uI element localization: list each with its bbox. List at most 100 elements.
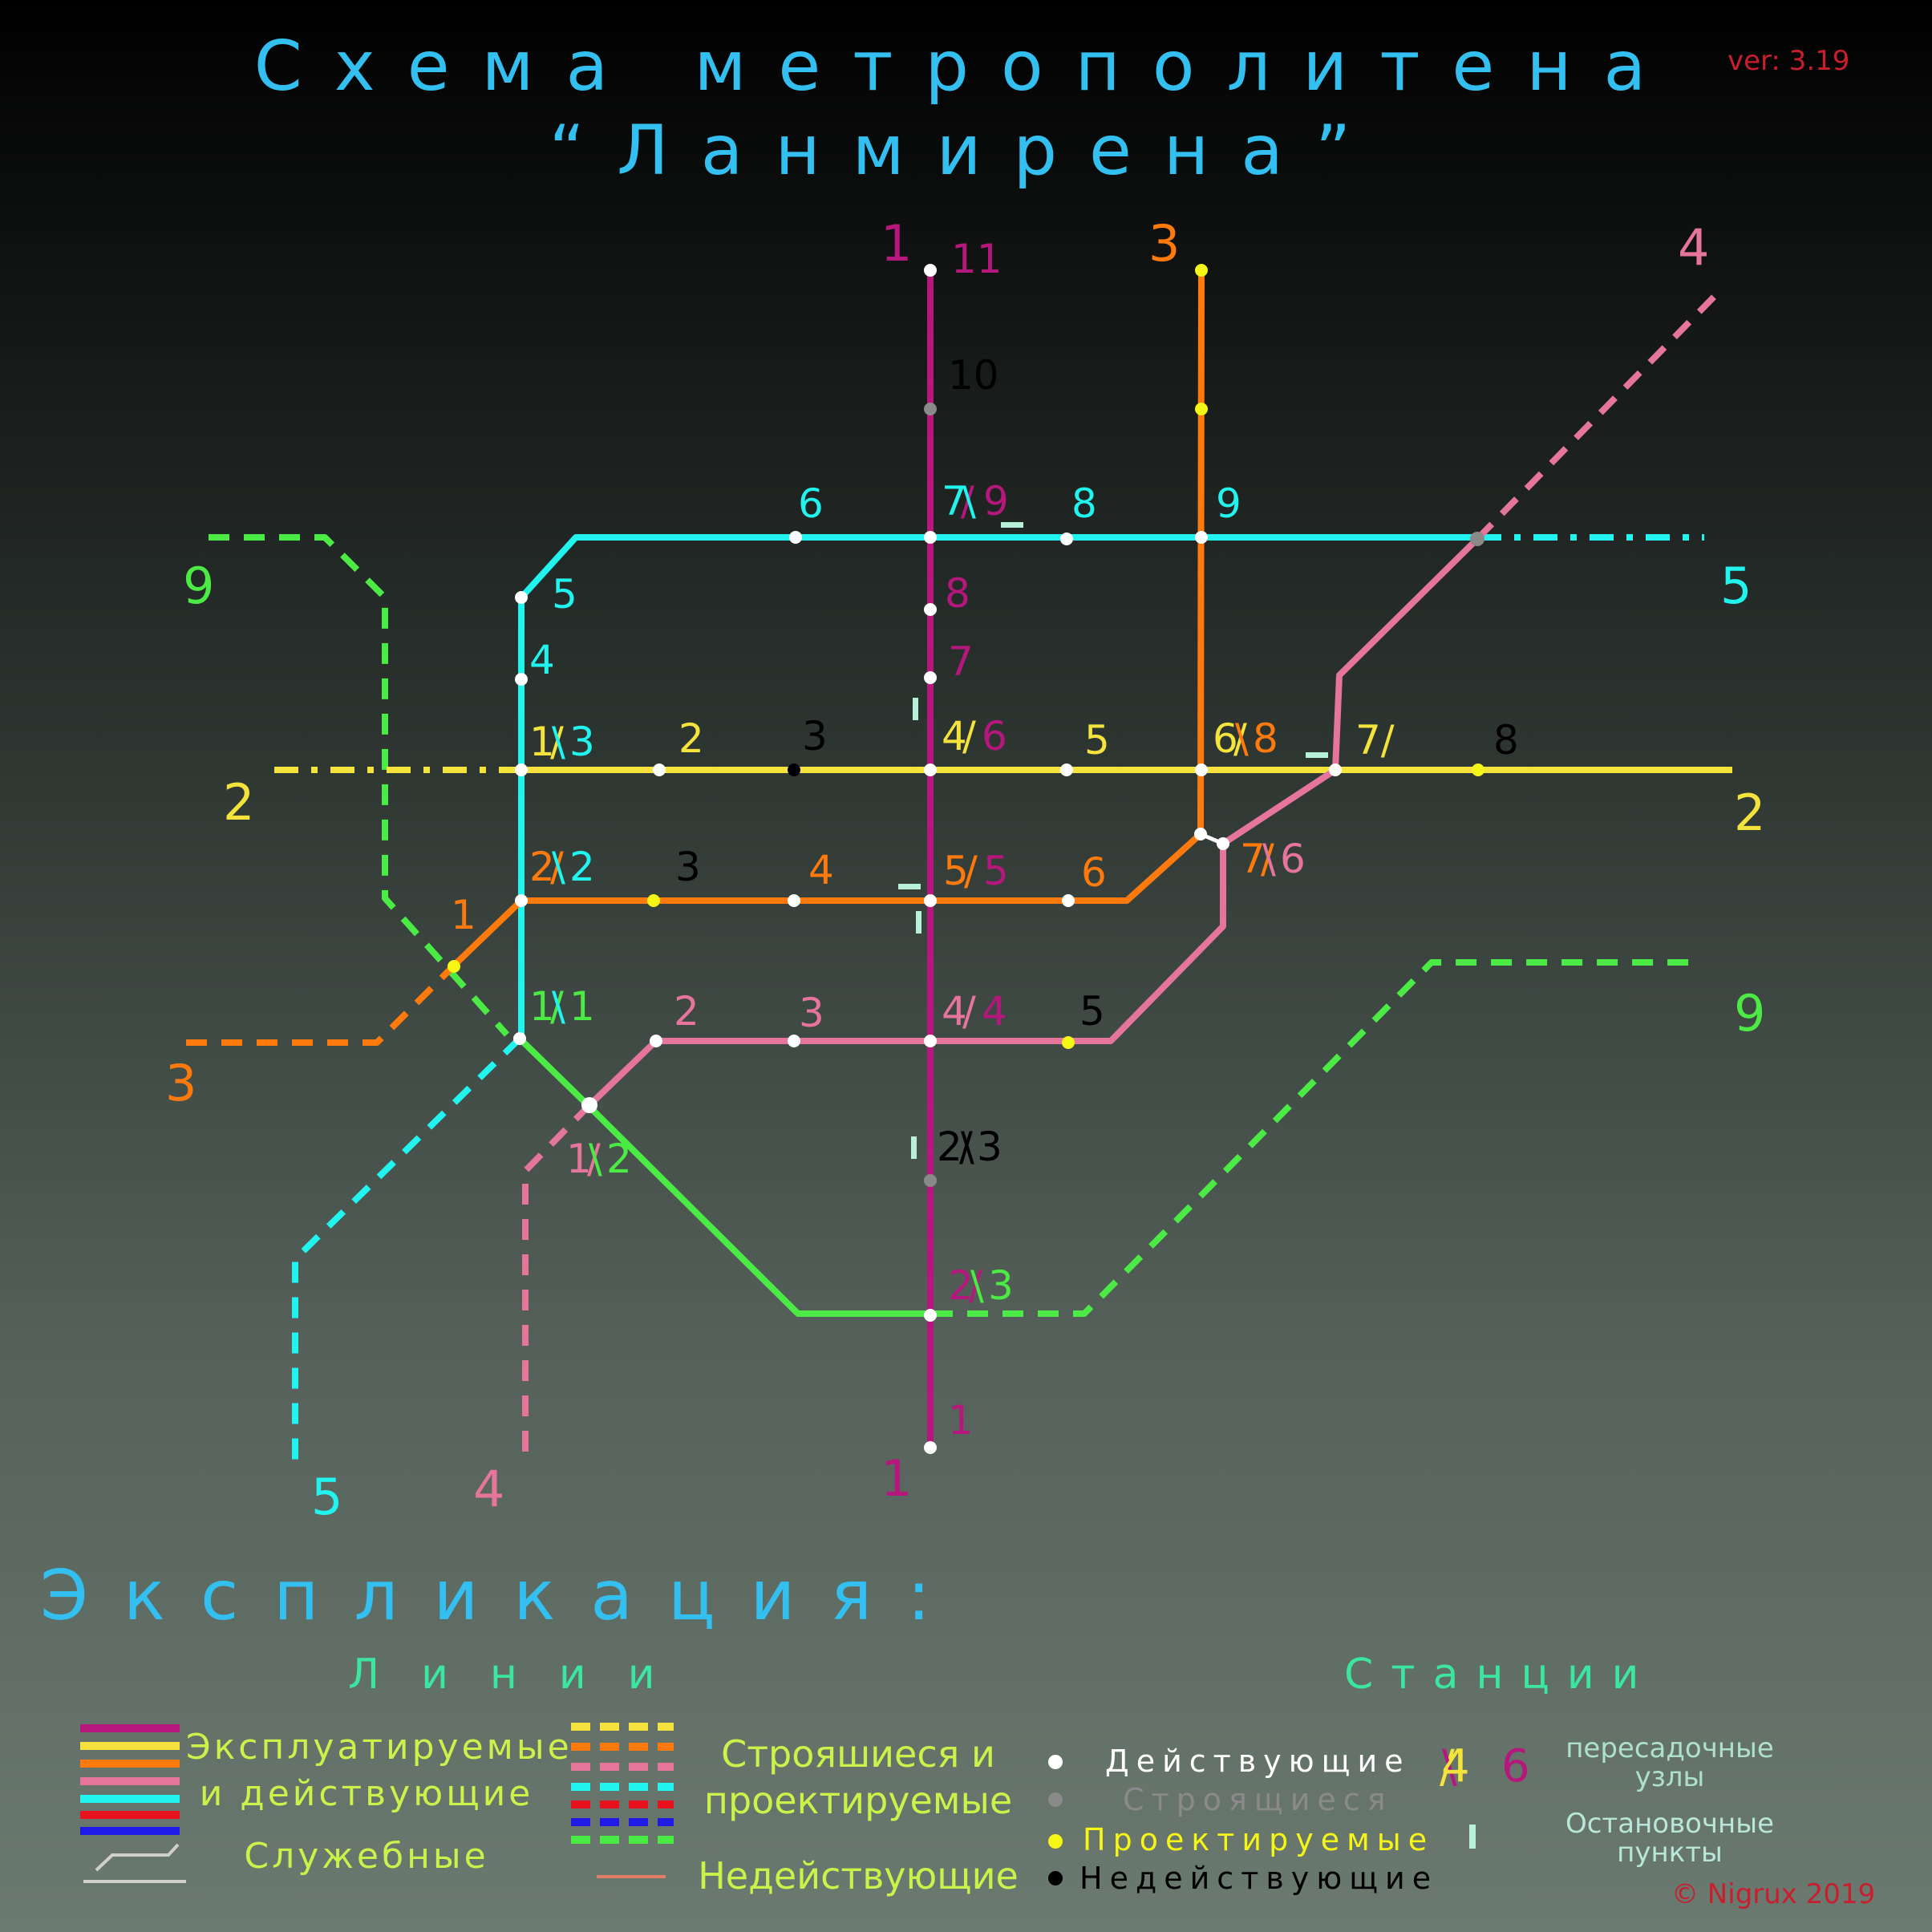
transfer-label-part: 7 xyxy=(1240,836,1266,882)
station-label: 1 xyxy=(451,892,476,938)
legend-service-line xyxy=(95,1843,180,1872)
line-4-bottom-label: 4 xyxy=(473,1460,504,1518)
transfer-label-part: 1 xyxy=(569,983,595,1030)
legend-dashed-swatches xyxy=(571,1723,674,1844)
stop-point xyxy=(916,911,921,934)
legend-transfer-slash: / xyxy=(1440,1741,1455,1793)
legend-transfer-label: пересадочные узлы xyxy=(1565,1732,1774,1793)
legend-station-projected-label: Проектируемые xyxy=(1083,1822,1435,1857)
transfer-label-part: 1 xyxy=(529,983,555,1030)
legend-swatch-line-6 xyxy=(80,1811,180,1819)
legend-transfer-num-b: 6 xyxy=(1501,1740,1530,1792)
station-active xyxy=(515,894,528,907)
station-active xyxy=(515,591,528,604)
legend-stop-point xyxy=(1469,1825,1476,1849)
transfer-slash: / xyxy=(1233,715,1247,762)
transfer-label-part: 8 xyxy=(1253,715,1278,762)
station-label: 4 xyxy=(808,847,834,893)
line-5-solid xyxy=(518,534,1477,1037)
transfer-slash: / xyxy=(964,848,978,894)
line-9-solid xyxy=(517,1036,932,1317)
legend-swatches: / \ xyxy=(80,1723,1476,1885)
station-label: 6 xyxy=(798,480,824,527)
transfer-slash: / xyxy=(962,988,976,1035)
station-active xyxy=(924,603,937,616)
transfer-slash: / xyxy=(550,983,564,1030)
station-inactive xyxy=(788,763,800,776)
transfer-slash: / xyxy=(550,844,564,890)
station-label: 11 xyxy=(951,236,1002,282)
station-construction xyxy=(924,403,937,415)
transfer-label-part: 4 xyxy=(942,988,967,1035)
line-3-top-label: 3 xyxy=(1148,214,1180,273)
transfer-label-part: 4 xyxy=(982,988,1007,1035)
station-active xyxy=(924,1441,937,1454)
transfer-label-part: 9 xyxy=(983,478,1009,525)
station-active xyxy=(788,894,800,907)
station-active xyxy=(1194,828,1207,840)
station-projected xyxy=(647,894,660,907)
station-label: 3 xyxy=(675,844,701,890)
line-2-left-label: 2 xyxy=(223,773,254,832)
line-9-dashed-east xyxy=(932,959,1700,1317)
legend-station-projected xyxy=(1048,1834,1063,1849)
transfer-slash: \ xyxy=(1262,836,1276,882)
stop-point xyxy=(898,884,921,889)
legend-station-inactive xyxy=(1048,1871,1063,1885)
station-active xyxy=(924,671,937,684)
station-projected xyxy=(1472,763,1484,776)
transfer-label-part: 2 xyxy=(529,844,555,890)
station-label: 10 xyxy=(948,352,999,399)
station-projected xyxy=(1062,1036,1075,1049)
station-projected xyxy=(1195,264,1208,277)
line-2-right-label: 2 xyxy=(1734,784,1765,842)
line-3-dashed-west xyxy=(186,960,460,1046)
line-5-dashed-south xyxy=(292,1036,522,1460)
stop-point xyxy=(1001,522,1023,528)
legend-transfer-slash: \ xyxy=(1442,1741,1457,1793)
legend-swatch-line-2 xyxy=(80,1742,180,1750)
station-active xyxy=(513,1032,526,1045)
transfer-label-part: 5 xyxy=(943,848,969,894)
transfer-slash: \ xyxy=(1235,715,1249,762)
legend-station-construction xyxy=(1048,1792,1063,1807)
station-active xyxy=(1062,894,1075,907)
transfer-slash: \ xyxy=(552,844,565,890)
line-4-top-label: 4 xyxy=(1678,218,1709,277)
station-label: 1 xyxy=(948,1397,974,1444)
transfer-slash: / xyxy=(969,1262,982,1309)
transfer-label-part: 5 xyxy=(983,848,1009,894)
transfer-label-part: 3 xyxy=(977,1124,1002,1170)
line-5-right-label: 5 xyxy=(1720,557,1752,615)
transfer-slash: \ xyxy=(589,1136,602,1182)
station-active xyxy=(653,763,666,776)
station-active xyxy=(924,763,937,776)
transfer-slash: / xyxy=(1261,836,1274,882)
stop-point xyxy=(1306,752,1328,758)
station-active xyxy=(924,264,937,277)
station-label: 6 xyxy=(1081,849,1107,896)
station-active xyxy=(1060,533,1073,545)
legend-transfer-num-a: 4 xyxy=(1441,1740,1470,1792)
legend-swatch-line-5 xyxy=(80,1795,180,1803)
legend-lines-heading: Линии xyxy=(348,1651,697,1699)
legend-swatch-line-3 xyxy=(80,1760,180,1768)
legend-stop-label: Остановочные пункты xyxy=(1565,1808,1775,1869)
station-active xyxy=(515,673,528,686)
line-5-bottom-label: 5 xyxy=(311,1468,342,1526)
transfer-slash: / xyxy=(959,1124,973,1170)
station-active xyxy=(1195,531,1208,544)
copyright: © Nigrux 2019 xyxy=(1671,1878,1876,1910)
stations xyxy=(448,264,1484,1454)
transfer-label-part: 2 xyxy=(606,1136,632,1182)
station-labels: 11 10 8 7 1 7 / \ 9 4 / 6 5 / 5 4 / 4 2 … xyxy=(451,236,1519,1444)
legend-station-active-label: Действующие xyxy=(1105,1744,1411,1779)
transfer-label-part: 3 xyxy=(988,1262,1014,1309)
station-label: 5 xyxy=(1079,988,1105,1035)
station-construction xyxy=(1470,532,1484,546)
legend-service-label: Служебные xyxy=(244,1836,489,1877)
transfer-label-part: 2 xyxy=(937,1124,962,1170)
legend-title: Экспликация: xyxy=(40,1556,966,1636)
station-label: 9 xyxy=(1216,480,1241,527)
